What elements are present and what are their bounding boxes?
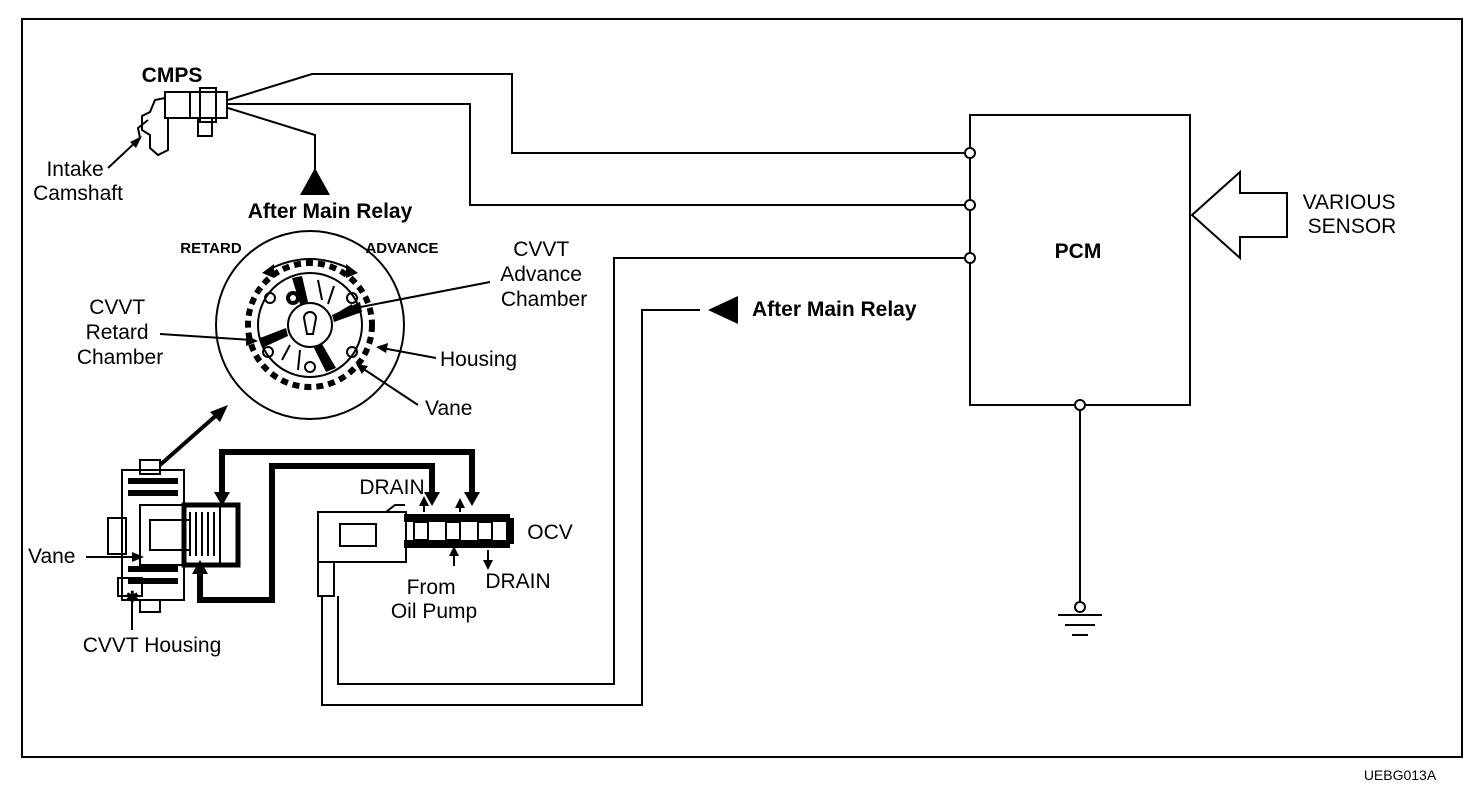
- from-oil-pump-label: From Oil Pump: [391, 576, 477, 623]
- diagram-frame: [21, 18, 1463, 758]
- housing-label: Housing: [440, 348, 517, 371]
- advance-label: ADVANCE: [365, 240, 438, 257]
- ocv-power-wire: [321, 309, 700, 706]
- figure-code: UEBG013A: [1364, 767, 1437, 783]
- ground-symbol: [1058, 410, 1102, 636]
- rotation-arc: [267, 258, 353, 271]
- cmps-power-wire: [227, 107, 316, 170]
- cmps-signal-wire-2: [228, 103, 965, 206]
- retard-label: RETARD: [180, 240, 242, 257]
- after-main-relay-triangle-top: [300, 168, 330, 195]
- cmps-label: CMPS: [142, 64, 203, 87]
- vane-detail-label: Vane: [425, 397, 473, 420]
- pcm-terminal-3: [964, 252, 976, 264]
- cvvt-disc: [215, 230, 405, 420]
- after-main-relay-triangle-mid: [708, 296, 738, 324]
- retard-chamber-pointer: [159, 333, 253, 341]
- pcm-label: PCM: [1055, 240, 1102, 263]
- vane-left-label: Vane: [28, 545, 76, 568]
- cmps-signal-wire-1: [227, 73, 965, 154]
- vane-detail-pointer: [361, 367, 419, 406]
- housing-pointer: [381, 347, 437, 359]
- cvvt-housing-label: CVVT Housing: [83, 634, 222, 657]
- intake-camshaft-label: Intake Camshaft: [33, 158, 123, 205]
- drain-top-label: DRAIN: [359, 476, 424, 499]
- advance-chamber-pointer: [344, 281, 491, 311]
- detail-link-arrow: [158, 410, 222, 467]
- cvvt-phaser-assembly: [107, 459, 241, 613]
- ocv-control-wire: [337, 257, 965, 685]
- svg-text:✱: ✱: [126, 589, 139, 606]
- ocv-valve: [317, 504, 514, 597]
- cvvt-advance-chamber-label: CVVT Advance Chamber: [500, 238, 588, 311]
- cvvt-retard-chamber-label: CVVT Retard Chamber: [77, 296, 163, 369]
- cmps-sensor: [136, 87, 228, 157]
- drain-bottom-label: DRAIN: [485, 570, 550, 593]
- after-main-relay-label-top: After Main Relay: [248, 200, 413, 223]
- ocv-label: OCV: [527, 521, 573, 544]
- pcm-ground-terminal: [1074, 399, 1086, 411]
- oil-line-advance: [219, 449, 475, 500]
- pcm-terminal-2: [964, 199, 976, 211]
- after-main-relay-label-mid: After Main Relay: [752, 298, 917, 321]
- various-sensor-label: VARIOUS SENSOR: [1303, 191, 1402, 238]
- oil-line-retard: [197, 463, 435, 603]
- pcm-terminal-1: [964, 147, 976, 159]
- various-sensor-arrow: [1190, 169, 1288, 261]
